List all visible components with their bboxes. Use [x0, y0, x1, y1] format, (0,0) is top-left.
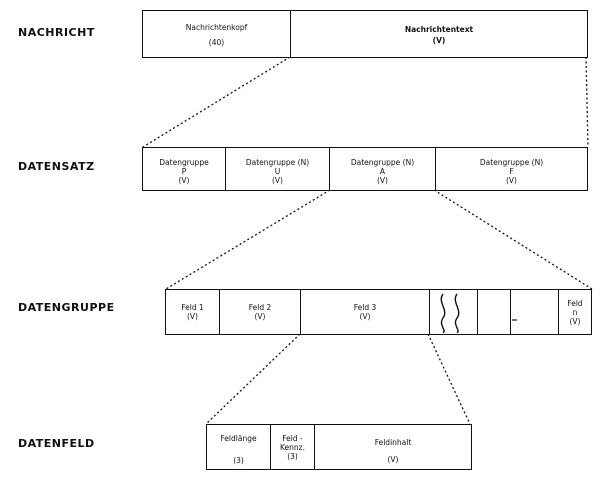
feldinhalt-label: Feldinhalt	[374, 438, 412, 447]
datensatz-cell-f-code: F	[509, 167, 514, 176]
datenfeld-box: Feldlänge (3) Feld - Kennz. (3) Feldinha…	[206, 424, 472, 470]
feld-3-label: Feld 3	[353, 303, 377, 312]
datensatz-box: Datengruppe P (V) Datengruppe (N) U (V) …	[142, 147, 588, 191]
nachrichtentext-label: Nachrichtentext	[404, 25, 474, 34]
feld-n-cell: Feld n (V)	[559, 290, 591, 334]
feldlaenge-label: Feldlänge	[220, 434, 257, 443]
datensatz-cell-p-label: Datengruppe	[159, 158, 209, 167]
nachrichtenkopf-label: Nachrichtenkopf	[185, 23, 248, 32]
feld-n-code: n	[572, 308, 578, 317]
feldlaenge-cell: Feldlänge (3)	[207, 425, 271, 469]
connector-nachricht-left	[142, 56, 291, 148]
level-label-datensatz: DATENSATZ	[18, 160, 95, 173]
level-label-nachricht: NACHRICHT	[18, 26, 95, 39]
feld-empty-cell-2	[511, 290, 559, 334]
datensatz-cell-a: Datengruppe (N) A (V)	[330, 148, 436, 190]
datensatz-cell-p-code: P	[181, 167, 187, 176]
feld-1-size: (V)	[187, 312, 198, 321]
level-label-datengruppe: DATENGRUPPE	[18, 301, 115, 314]
datensatz-cell-u-code: U	[274, 167, 281, 176]
connector-datensatz-left	[165, 189, 331, 290]
nachrichtentext-cell: Nachrichtentext (V)	[291, 11, 587, 57]
datensatz-cell-u: Datengruppe (N) U (V)	[226, 148, 330, 190]
feldkennzeichen-label: Feld -	[282, 434, 303, 443]
feld-empty-cell-1	[478, 290, 511, 334]
feldinhalt-cell: Feldinhalt (V)	[315, 425, 471, 469]
feld-ellipsis-cell	[430, 290, 478, 334]
connector-datengruppe-left	[205, 333, 301, 425]
connector-datensatz-right	[433, 189, 593, 290]
nachrichtenkopf-cell: Nachrichtenkopf (40)	[143, 11, 291, 57]
feldinhalt-size: (V)	[387, 455, 399, 464]
datensatz-cell-f-size: (V)	[506, 176, 517, 185]
datensatz-cell-u-label: Datengruppe (N)	[245, 158, 310, 167]
datensatz-cell-u-size: (V)	[272, 176, 283, 185]
feld-n-label: Feld	[567, 299, 583, 308]
feldkennzeichen-size: (3)	[287, 452, 298, 461]
level-label-datenfeld: DATENFELD	[18, 437, 95, 450]
feld-2-cell: Feld 2 (V)	[220, 290, 301, 334]
connector-nachricht-right	[585, 56, 589, 148]
feld-1-cell: Feld 1 (V)	[166, 290, 220, 334]
datensatz-cell-p-size: (V)	[178, 176, 190, 185]
nachricht-box: Nachrichtenkopf (40) Nachrichtentext (V)	[142, 10, 588, 58]
datensatz-cell-f-label: Datengruppe (N)	[479, 158, 544, 167]
nachrichtentext-size: (V)	[432, 36, 446, 45]
feldkennzeichen-label-2: Kennz.	[280, 443, 305, 452]
datensatz-cell-a-size: (V)	[377, 176, 388, 185]
datensatz-cell-a-label: Datengruppe (N)	[350, 158, 415, 167]
datensatz-cell-f: Datengruppe (N) F (V)	[436, 148, 587, 190]
feld-2-size: (V)	[254, 312, 266, 321]
datengruppe-box: Feld 1 (V) Feld 2 (V) Feld 3 (V) Feld n …	[165, 289, 592, 335]
datensatz-cell-p: Datengruppe P (V)	[143, 148, 226, 190]
datensatz-cell-a-code: A	[379, 167, 386, 176]
feld-3-cell: Feld 3 (V)	[301, 290, 430, 334]
feldlaenge-size: (3)	[233, 456, 244, 465]
wavy-break-icon	[440, 293, 459, 334]
feld-2-label: Feld 2	[248, 303, 272, 312]
feldkennzeichen-cell: Feld - Kennz. (3)	[271, 425, 315, 469]
feld-1-label: Feld 1	[181, 303, 204, 312]
feld-3-size: (V)	[359, 312, 371, 321]
nachrichtenkopf-size: (40)	[208, 38, 225, 47]
connector-datengruppe-right	[427, 333, 471, 425]
feld-n-size: (V)	[569, 317, 581, 326]
tick-mark	[511, 319, 517, 321]
